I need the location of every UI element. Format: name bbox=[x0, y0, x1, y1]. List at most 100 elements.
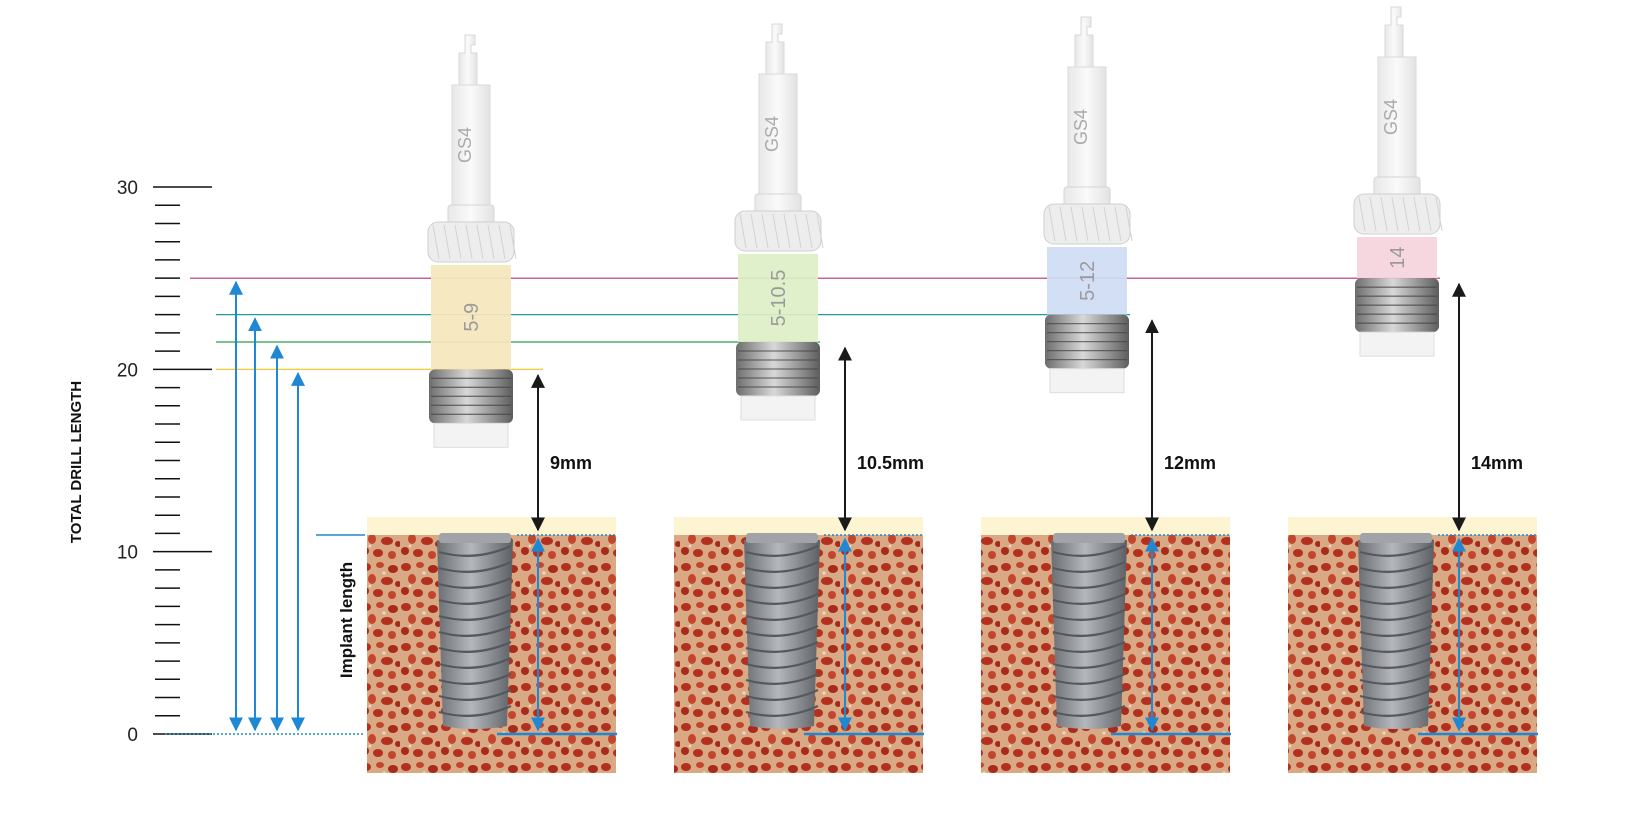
implant-thread bbox=[1359, 592, 1433, 605]
implant-thread bbox=[438, 544, 512, 557]
knurl-line bbox=[454, 224, 462, 260]
knurl-line bbox=[805, 213, 813, 249]
depth-label: 12mm bbox=[1164, 453, 1216, 473]
implant-thread bbox=[745, 640, 819, 653]
implant-thread bbox=[438, 560, 512, 573]
implant-thread bbox=[438, 656, 512, 669]
drill-tip bbox=[740, 395, 816, 421]
knurl-line bbox=[1424, 196, 1432, 232]
implant-thread bbox=[1359, 704, 1433, 717]
ruler-tick-label: 10 bbox=[117, 543, 138, 564]
implant-thread bbox=[745, 656, 819, 669]
drill-marking: GS4 bbox=[762, 116, 782, 152]
stop-label: 5-12 bbox=[1077, 261, 1099, 301]
implant-head bbox=[746, 533, 818, 543]
drill-marking: GS4 bbox=[1381, 99, 1401, 135]
implant-thread bbox=[1052, 544, 1126, 557]
knurl-line bbox=[1125, 206, 1133, 242]
implant-thread bbox=[745, 672, 819, 685]
drill-tip bbox=[1359, 331, 1435, 357]
implant-length-label: Implant length bbox=[337, 562, 356, 678]
implant-thread bbox=[1359, 608, 1433, 621]
knurl-line bbox=[1070, 206, 1078, 242]
implant-thread bbox=[438, 704, 512, 717]
bone-surface bbox=[367, 517, 616, 535]
drill-tip bbox=[1049, 368, 1125, 394]
implant-thread bbox=[745, 624, 819, 637]
depth-stop bbox=[1047, 247, 1127, 315]
drill-shaft bbox=[451, 84, 491, 216]
implant-thread bbox=[745, 544, 819, 557]
stop-label: 5-9 bbox=[461, 303, 483, 332]
implant-thread bbox=[1052, 704, 1126, 717]
knurl-line bbox=[1048, 206, 1056, 242]
implant-head bbox=[1053, 533, 1125, 543]
knurl-line bbox=[509, 224, 517, 260]
knurl-line bbox=[487, 224, 495, 260]
knurl-line bbox=[750, 213, 758, 249]
stop-label: 14 bbox=[1387, 246, 1409, 268]
ruler-tick-label: 30 bbox=[117, 178, 138, 199]
knurl-line bbox=[498, 224, 506, 260]
implant-thread bbox=[745, 704, 819, 717]
knurl-line bbox=[1103, 206, 1111, 242]
knurl-line bbox=[432, 224, 440, 260]
knurl-line bbox=[772, 213, 780, 249]
knurl-line bbox=[816, 213, 824, 249]
depth-label: 10.5mm bbox=[857, 453, 924, 473]
implant-thread bbox=[745, 560, 819, 573]
implant-thread bbox=[1359, 560, 1433, 573]
ruler-tick-label: 20 bbox=[117, 360, 138, 381]
implant-thread bbox=[1052, 672, 1126, 685]
implant-thread bbox=[1359, 544, 1433, 557]
drill-panel: GS4 5-10.5 10.5mm bbox=[674, 23, 941, 773]
bone-surface bbox=[674, 517, 923, 535]
stop-label: 5-10.5 bbox=[768, 270, 790, 327]
implant-thread bbox=[438, 640, 512, 653]
drill-shaft bbox=[1377, 56, 1417, 188]
drill-shaft bbox=[1067, 66, 1107, 198]
implant-thread bbox=[745, 688, 819, 701]
implant-thread bbox=[745, 592, 819, 605]
implant-thread bbox=[438, 624, 512, 637]
knurl-line bbox=[1413, 196, 1421, 232]
bone-surface bbox=[981, 517, 1230, 535]
knurl-line bbox=[761, 213, 769, 249]
drill-panels: GS45-99mmGS45-10.510.5mmGS45-1212mmGS414… bbox=[367, 6, 1555, 773]
implant-thread bbox=[1359, 624, 1433, 637]
implant-thread bbox=[1052, 560, 1126, 573]
implant-thread bbox=[1359, 688, 1433, 701]
total-length-arrows bbox=[165, 280, 365, 735]
implant-thread bbox=[1052, 656, 1126, 669]
implant-thread bbox=[438, 672, 512, 685]
implant-thread bbox=[1359, 640, 1433, 653]
knurl-line bbox=[1059, 206, 1067, 242]
implant-thread bbox=[745, 576, 819, 589]
drill-panel: GS4 5-9 9mm bbox=[367, 34, 634, 773]
depth-stop bbox=[738, 254, 818, 342]
implant-thread bbox=[1052, 624, 1126, 637]
knurl-line bbox=[476, 224, 484, 260]
depth-label: 9mm bbox=[550, 453, 592, 473]
drill-marking: GS4 bbox=[455, 127, 475, 163]
y-axis-label: TOTAL DRILL LENGTH bbox=[68, 381, 85, 543]
depth-label-bg bbox=[1158, 448, 1248, 476]
knurl-line bbox=[1435, 196, 1443, 232]
knurl-line bbox=[1380, 196, 1388, 232]
implant-thread bbox=[1052, 576, 1126, 589]
implant-thread bbox=[1359, 576, 1433, 589]
knurl-line bbox=[1358, 196, 1366, 232]
implant-thread bbox=[438, 608, 512, 621]
implant-thread bbox=[1359, 672, 1433, 685]
implant-thread bbox=[1359, 656, 1433, 669]
implant-head bbox=[439, 533, 511, 543]
depth-stop bbox=[431, 265, 511, 370]
knurl-line bbox=[783, 213, 791, 249]
implant-thread bbox=[745, 608, 819, 621]
depth-label-bg bbox=[1465, 448, 1555, 476]
knurl-line bbox=[465, 224, 473, 260]
knurl-line bbox=[794, 213, 802, 249]
